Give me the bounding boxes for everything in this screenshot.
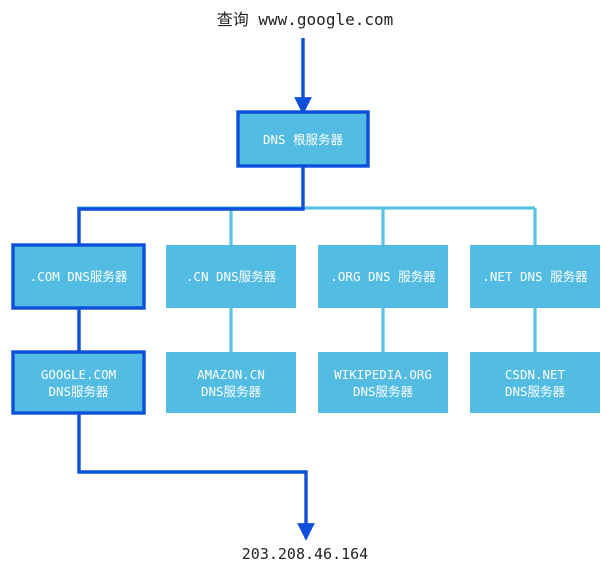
- node-box-tld-com[interactable]: [11, 243, 146, 310]
- node-box-tld-cn[interactable]: [166, 245, 296, 308]
- node-box-auth-wikipedia-org[interactable]: [318, 352, 448, 413]
- node-box-auth-amazon-cn[interactable]: [166, 352, 296, 413]
- link-google-to-result: [77, 413, 315, 541]
- connectors-query-path: [77, 166, 315, 541]
- node-box-tld-net[interactable]: [470, 245, 600, 308]
- node-box-auth-csdn-net[interactable]: [470, 352, 600, 413]
- node-box-dns-root[interactable]: [236, 110, 370, 168]
- node-box-auth-google-com[interactable]: [11, 350, 146, 415]
- link-root-to-com: [77, 166, 305, 245]
- node-box-tld-org[interactable]: [318, 245, 448, 308]
